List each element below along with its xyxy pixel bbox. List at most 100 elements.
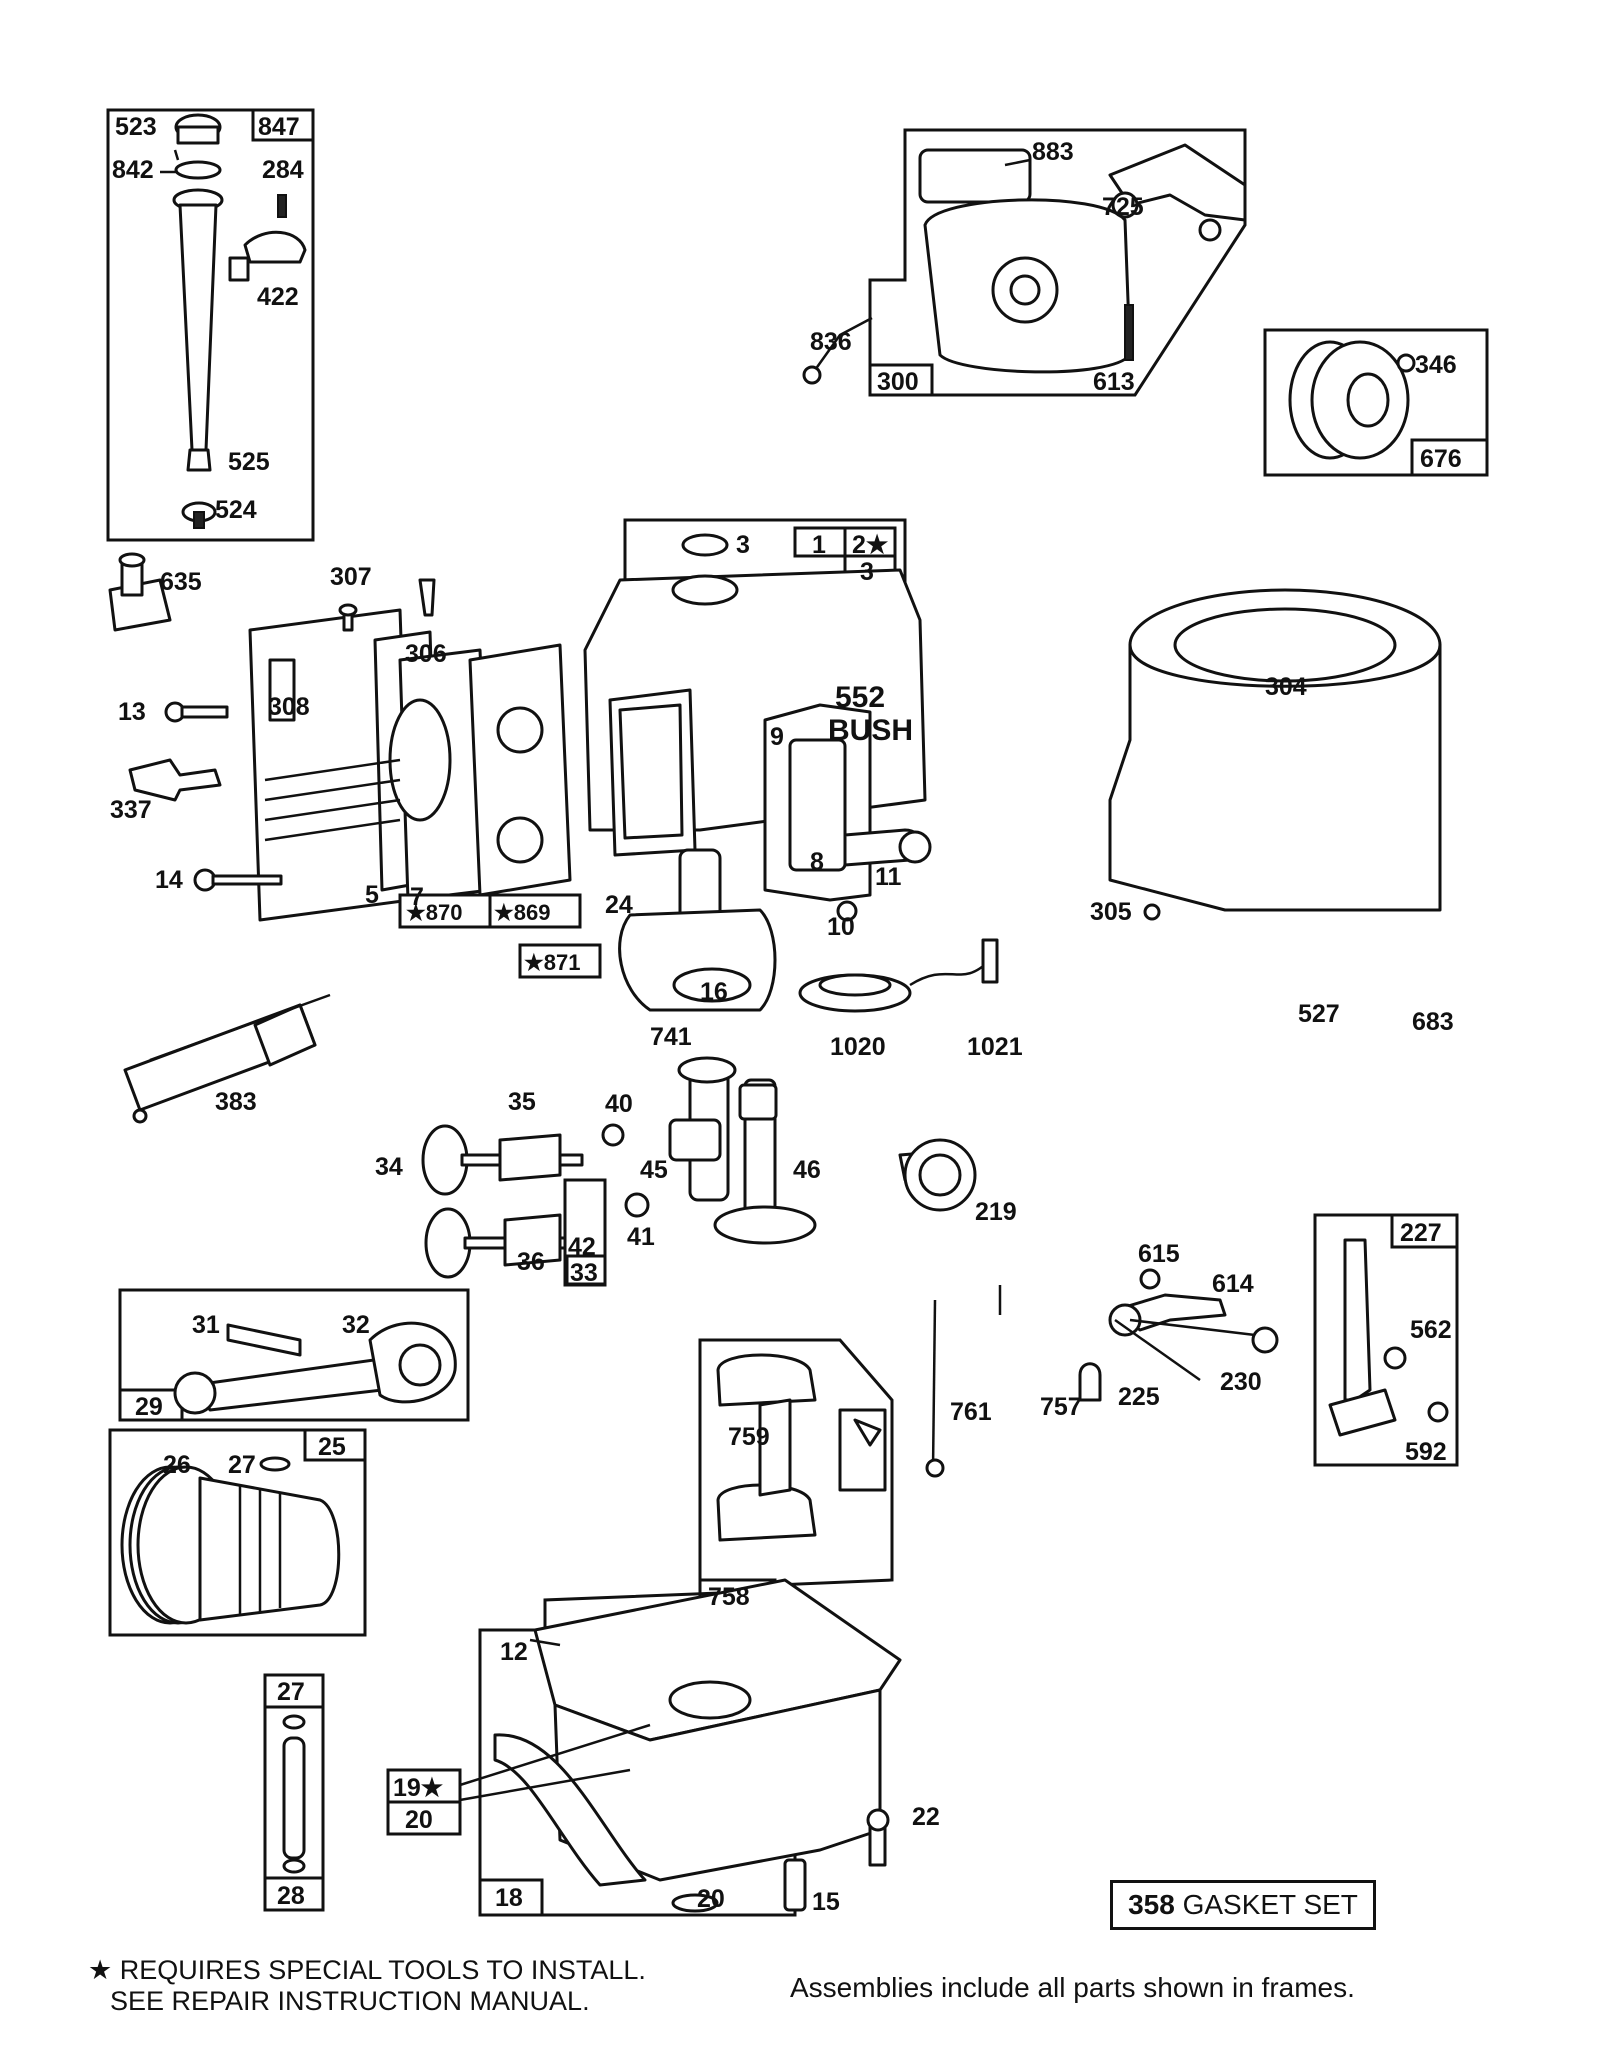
callout: 527	[1298, 1000, 1340, 1028]
callout: 562	[1410, 1316, 1452, 1344]
governor-assembly	[898, 1138, 977, 1212]
callout: 13	[118, 698, 146, 726]
callout: 219	[975, 1198, 1017, 1226]
callout: 20	[405, 1806, 433, 1834]
governor-rod	[925, 1299, 945, 1478]
callout: 8	[810, 848, 824, 876]
callout: 683	[1412, 1008, 1454, 1036]
callout: 759	[728, 1423, 770, 1451]
callout: 27	[228, 1451, 256, 1479]
callout: 305	[1090, 898, 1132, 926]
callout: 337	[110, 796, 152, 824]
callout: 12	[500, 1638, 528, 1666]
leader-lines	[160, 149, 1031, 1647]
special-tools-note: ★ REQUIRES SPECIAL TOOLS TO INSTALL. SEE…	[88, 1955, 646, 2017]
callout: 25	[318, 1433, 346, 1461]
callout: 525	[228, 448, 270, 476]
callout: 1020	[830, 1033, 886, 1061]
note-line-1: ★ REQUIRES SPECIAL TOOLS TO INSTALL.	[88, 1955, 646, 1985]
callout: 15	[812, 1888, 840, 1916]
callout: 36	[517, 1248, 545, 1276]
callout: 42	[568, 1233, 596, 1261]
callout: 34	[375, 1153, 403, 1181]
callout: 5	[365, 881, 379, 909]
callout: 31	[192, 1311, 220, 1339]
callout: ★870	[406, 900, 462, 925]
callout: 306	[405, 640, 447, 668]
callout: 592	[1405, 1438, 1447, 1466]
piston-rings-frame	[108, 1428, 367, 1637]
sight-tube-frame	[263, 1673, 325, 1912]
crankshaft	[618, 848, 999, 1202]
callout: 22	[912, 1803, 940, 1831]
callout: 524	[215, 496, 257, 524]
governor-controls	[1078, 1268, 1279, 1402]
callout: ★869	[494, 900, 550, 925]
callout: 3	[860, 558, 874, 586]
callout: 346	[1415, 351, 1457, 379]
breather-tube	[108, 552, 172, 632]
valves	[421, 1123, 650, 1287]
callout: 20	[697, 1885, 725, 1913]
callout: 300	[877, 368, 919, 396]
note-line-2: SEE REPAIR INSTRUCTION MANUAL.	[110, 1986, 590, 2016]
engine-block	[248, 518, 932, 979]
flywheel-assembly-frame	[1263, 328, 1489, 477]
callout: 761	[950, 1398, 992, 1426]
callout: 635	[160, 568, 202, 596]
callout: 847	[258, 113, 300, 141]
callout: 758	[708, 1583, 750, 1611]
callout: 725	[1102, 193, 1144, 221]
muffler-assembly-frame	[802, 128, 1247, 397]
callout: 7	[410, 883, 424, 911]
callout: ★871	[524, 950, 580, 975]
callout: 33	[570, 1259, 598, 1287]
callout: 14	[155, 866, 183, 894]
callout: 3	[736, 531, 750, 559]
callout: 307	[330, 563, 372, 591]
gasket-number: 358	[1128, 1889, 1175, 1920]
callout: 304	[1265, 673, 1307, 701]
callout: 883	[1032, 138, 1074, 166]
misc-bolts-left	[128, 603, 358, 892]
callout: 614	[1212, 1270, 1254, 1298]
callout-labels: 523 847 842 284 422 525 524 883 725 836 …	[110, 113, 1462, 1916]
callout: 35	[508, 1088, 536, 1116]
callout: 27	[277, 1678, 305, 1706]
dipstick-assembly-frame	[106, 108, 315, 542]
callout: 1	[812, 531, 826, 559]
control-bracket-frame	[1313, 1213, 1459, 1467]
callout: 29	[135, 1393, 163, 1421]
callout: 225	[1118, 1383, 1160, 1411]
callout: 230	[1220, 1368, 1262, 1396]
camshaft	[713, 1078, 817, 1245]
callout: 615	[1138, 1240, 1180, 1268]
callout: 45	[640, 1156, 668, 1184]
callout: 24	[605, 891, 633, 919]
callout: 28	[277, 1882, 305, 1910]
callout: 10	[827, 913, 855, 941]
callout: 41	[627, 1223, 655, 1251]
callout: 32	[342, 1311, 370, 1339]
callout: 16	[700, 978, 728, 1006]
callout: 836	[810, 328, 852, 356]
crankcase-cover-frame	[478, 1578, 902, 1917]
callout: 11	[875, 863, 902, 891]
callout: BUSH	[828, 714, 913, 747]
callout: 676	[1420, 445, 1462, 473]
callout: 284	[262, 156, 304, 184]
callout: 308	[268, 693, 310, 721]
callout: 26	[163, 1451, 191, 1479]
gasket-text: GASKET SET	[1182, 1889, 1358, 1920]
hone-tool	[123, 993, 331, 1124]
callout: 19★	[393, 1774, 444, 1802]
callout: 523	[115, 113, 157, 141]
callout: 757	[1040, 1393, 1082, 1421]
callout: 227	[1400, 1219, 1442, 1247]
seal-label-boxes	[386, 1723, 651, 1836]
callout: 18	[495, 1884, 523, 1912]
mounting-bracket-frame	[698, 1338, 894, 1612]
callout: 613	[1093, 368, 1135, 396]
callout: 2★	[852, 531, 889, 559]
